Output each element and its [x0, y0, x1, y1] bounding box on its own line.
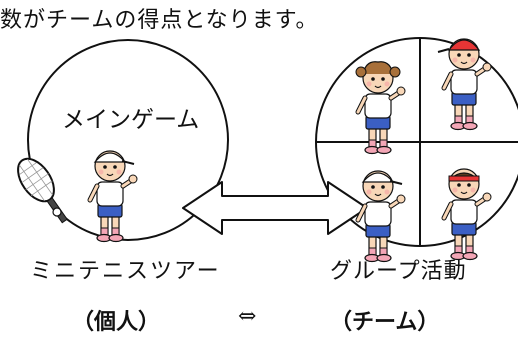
team-caption: グループ活動 [330, 259, 467, 284]
relation-symbol: ⇔ [238, 304, 257, 329]
double-arrow-icon [182, 181, 368, 235]
tennis-racket-icon [17, 157, 68, 224]
tennis-ball-icon [52, 207, 62, 217]
top-text: 数がチームの得点となります。 [0, 8, 319, 33]
child-figure-team-3 [358, 171, 405, 262]
child-figure-team-1 [355, 62, 405, 154]
child-figure-team-2 [437, 39, 491, 130]
child-figure-team-4 [444, 169, 491, 260]
individual-caption: ミニテニスツアー [30, 259, 221, 284]
individual-paren-label: （個人） [72, 309, 161, 335]
individual-circle [27, 39, 229, 241]
individual-circle-label: メインゲーム [62, 107, 200, 133]
team-paren-label: （チーム） [330, 309, 440, 335]
child-figure-individual [90, 151, 137, 242]
